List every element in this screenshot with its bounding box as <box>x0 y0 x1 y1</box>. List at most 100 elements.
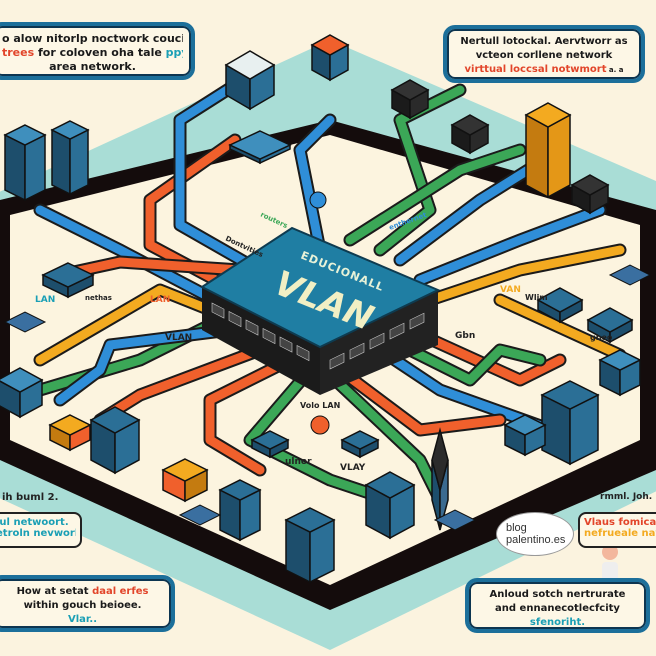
callout-top-left-line1: o alow nitorlp noctwork coucich <box>2 32 183 45</box>
desktop-tower-icon <box>218 479 262 542</box>
cable-blue <box>175 80 255 270</box>
router-icon <box>390 79 430 120</box>
server-rack-icon <box>50 120 90 196</box>
central-switch: EDUCIONALL VLAN <box>200 226 441 395</box>
switch-port <box>349 342 365 360</box>
keyboard-icon <box>433 509 477 531</box>
label-vlan-bottom: VLAY <box>340 463 366 473</box>
network-device-icon <box>161 458 209 503</box>
device-icon <box>250 430 290 459</box>
network-device-icon <box>310 34 350 82</box>
cable-orange <box>335 365 505 435</box>
callout-bottom-left-line1: How at setat <box>16 586 93 597</box>
caption-mid-left: ih buml 2. <box>2 492 59 503</box>
label-nethas: nethas <box>85 294 112 302</box>
cable-blue <box>35 205 220 305</box>
cable-orange <box>405 325 565 385</box>
cable-yellow <box>35 285 215 365</box>
server-rack-icon <box>524 102 572 199</box>
router-icon <box>450 114 490 155</box>
keyboard-icon <box>3 311 47 333</box>
callout-top-left-line3: area network. <box>49 60 136 73</box>
switch-small-icon <box>41 262 95 299</box>
tablet-icon <box>228 130 292 165</box>
devices <box>0 34 652 584</box>
server-rack-icon <box>540 380 600 466</box>
callout-top-right-highlight: virttual loccsal notwmort <box>464 64 607 75</box>
switch-port <box>228 311 242 328</box>
switch-port <box>409 312 425 330</box>
cable-green <box>245 365 395 505</box>
cable-yellow <box>495 295 625 360</box>
callout-bottom-left-highlight: daal erfes <box>92 586 149 597</box>
callout-mid-left: lul netwoort. etroln nevwork <box>0 512 82 548</box>
cable-yellow <box>425 245 625 305</box>
watermark-speech-bubble: blog palentino.es <box>496 512 574 556</box>
callout-top-left-line2: for coloven oha tale <box>34 46 166 59</box>
callout-bottom-right: Anloud sotch nertrurate and ennanecotlec… <box>465 578 650 633</box>
server-icon <box>0 367 44 419</box>
network-device-icon <box>48 414 92 452</box>
cable-green <box>345 145 525 245</box>
switch-port <box>279 336 293 353</box>
watermark-line2: palentino.es <box>506 534 566 546</box>
switch-port <box>211 302 225 319</box>
callout-bottom-left-line3: Vlar.. <box>67 614 98 625</box>
keyboard-icon <box>178 504 222 526</box>
label-lan-left: LAN <box>35 295 55 305</box>
cables <box>33 78 627 507</box>
label-lan-mid: LAN <box>150 295 170 305</box>
caption-mid-right: rmml. Joh. <box>600 492 653 502</box>
switch-port <box>262 328 276 345</box>
switch-port <box>369 332 385 350</box>
callout-top-left: o alow nitorlp noctwork coucich trees fo… <box>0 22 195 80</box>
label-vlan-left: VLAN <box>165 333 192 343</box>
switch-port <box>389 322 405 340</box>
server-stack-icon <box>284 507 336 584</box>
watermark-line1: blog <box>506 522 527 534</box>
cable-orange <box>205 355 295 475</box>
cable-blue <box>415 205 605 285</box>
callout-mid-right-line2: nefrueale nav <box>584 528 656 539</box>
label-van-right: VAN <box>500 285 521 295</box>
callout-mid-left-line2: etroln nevwork <box>0 528 76 539</box>
monitor-icon <box>431 427 449 531</box>
switch-port <box>329 352 345 370</box>
monitor-icon <box>224 50 276 111</box>
server-icon <box>503 414 547 457</box>
cable-green <box>395 340 545 385</box>
device-icon <box>340 430 380 459</box>
label-gbn-right: Gbn <box>455 331 475 341</box>
globe-icon <box>309 191 327 209</box>
callout-top-right-line1: Nertull lotockal. Aervtworr as <box>460 36 628 47</box>
cable-blue <box>55 325 235 405</box>
callout-bottom-left-line2: within gouch beioee. <box>23 600 142 611</box>
callout-top-right-line2: vcteon corllene network <box>475 50 613 61</box>
callout-mid-right: Vlaus fomical nefrueale nav <box>578 512 656 548</box>
switch-port <box>245 319 259 336</box>
cable-green <box>375 85 465 255</box>
switch-ports <box>211 302 425 370</box>
label-volo-lan: Volo LAN <box>300 401 340 410</box>
server-icon <box>364 471 416 540</box>
server-icon <box>89 406 141 475</box>
callout-top-right: Nertull lotockal. Aervtworr as vcteon co… <box>443 25 645 83</box>
callout-top-left-highlight: trees <box>2 46 35 59</box>
switch-top <box>200 226 441 349</box>
network-node-icon <box>310 415 330 435</box>
keyboard-icon <box>608 264 652 286</box>
label-wlim: Wlim <box>525 293 548 302</box>
router-icon <box>570 174 610 215</box>
label-ulnor: ulnor <box>285 457 312 467</box>
network-device-icon <box>536 287 584 324</box>
switch-port <box>296 345 310 362</box>
callout-bottom-right-line2: and ennanecotlecfcity <box>495 603 620 614</box>
callout-top-left-accent: ppycal <box>165 46 183 59</box>
callout-bottom-right-line3: sfenoriht. <box>529 617 586 628</box>
callout-bottom-left: How at setat daal erfes within gouch bei… <box>0 575 175 632</box>
callout-mid-left-line1: lul netwoort. <box>0 517 69 528</box>
callout-mid-right-line1: Vlaus fomical <box>584 517 656 528</box>
server-icon <box>598 349 642 397</box>
callout-top-right-suffix: a. a <box>606 66 624 74</box>
